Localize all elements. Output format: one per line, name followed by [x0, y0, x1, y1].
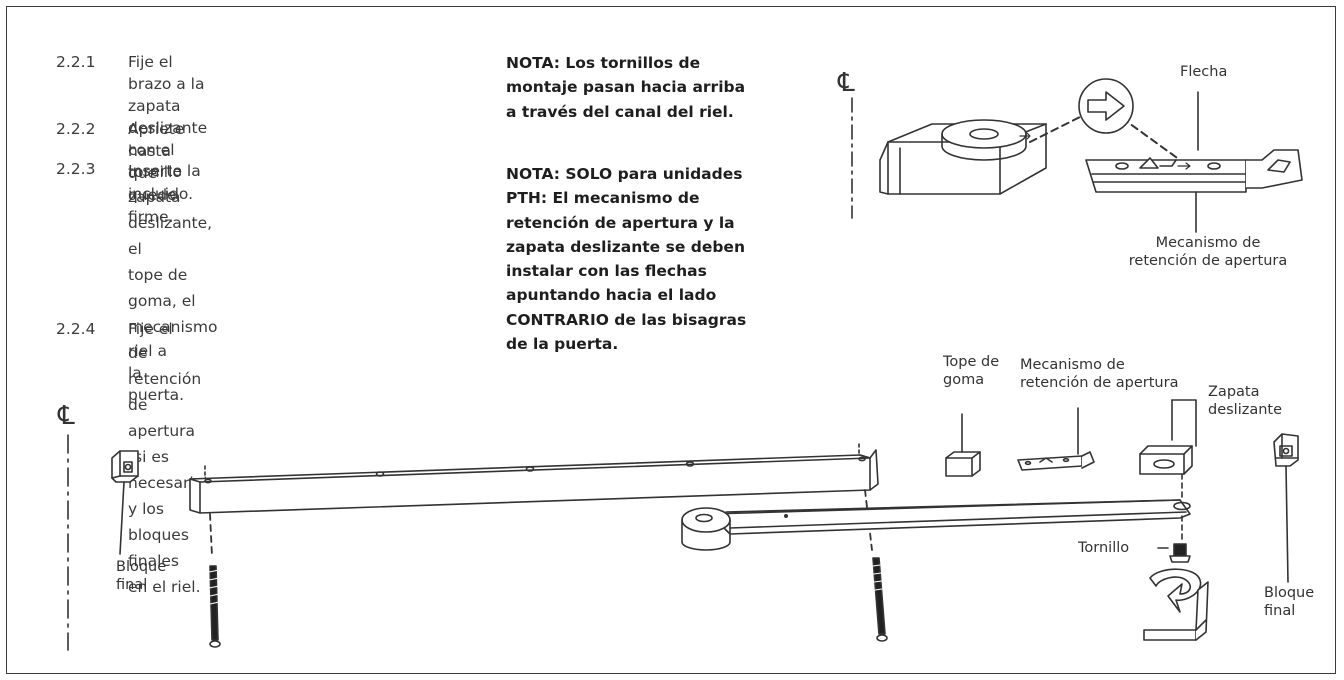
label-line: final	[1264, 603, 1296, 619]
step-text-line: Apriete hasta que quede firme.	[128, 120, 185, 226]
label-line: goma	[943, 372, 985, 388]
step-number: 2.2.2	[56, 120, 96, 138]
label-end-block-right: Bloque final	[1264, 584, 1314, 620]
arrow-icon	[1087, 91, 1125, 121]
centerline-symbol-top: ℄	[838, 68, 855, 98]
step-number: 2.2.3	[56, 160, 96, 178]
rail	[189, 449, 879, 514]
note-line: apuntando hacia el lado	[506, 286, 717, 305]
label-screw: Tornillo	[1078, 540, 1130, 556]
note-line: de la puerta.	[506, 335, 619, 354]
label-line: deslizante	[1208, 402, 1283, 418]
label-line: Bloque	[1264, 585, 1315, 601]
note-line: montaje pasan hacia arriba	[506, 78, 746, 97]
hold-open-mechanism-detail	[1085, 149, 1303, 233]
slide-shoe-detail	[879, 119, 1047, 195]
label-flecha: Flecha	[1180, 64, 1228, 80]
arm-screw	[1157, 543, 1191, 563]
note-pth-units: NOTA: SOLO para unidades PTH: El mecanis…	[506, 162, 806, 356]
note-line: NOTA: SOLO para unidades	[506, 165, 743, 183]
step-text-line: retención de apertura (si es	[128, 370, 202, 466]
label-line: retención de apertura	[1020, 375, 1179, 391]
hold-open-mechanism-small	[1017, 407, 1095, 471]
label-end-block-left: Bloque final	[116, 558, 166, 594]
note-line: PTH: El mecanismo de	[506, 189, 700, 208]
label-line: Mecanismo de	[1155, 235, 1261, 251]
label-line: Mecanismo de	[1020, 357, 1125, 373]
end-block-right	[1273, 433, 1299, 583]
step-text-line: Fije el brazo a la zapata	[128, 53, 205, 115]
arm	[681, 499, 1191, 551]
step-number: 2.2.1	[56, 53, 96, 71]
hex-key-icon	[1143, 629, 1197, 641]
slide-shoe	[1139, 399, 1197, 475]
step-text-line: deslizante con el tornillo incluido.	[128, 119, 208, 203]
step-text-line: tope de goma, el mecanismo de	[128, 266, 218, 362]
label-hold-open-top: Mecanismo de retención de apertura	[1108, 234, 1308, 270]
mounting-screw-right	[872, 557, 888, 642]
note-mounting-screws: NOTA: Los tornillos de montaje pasan hac…	[506, 51, 806, 124]
label-line: Bloque	[116, 559, 167, 575]
label-line: retención de apertura	[1128, 253, 1288, 269]
step-text-line: Fije el riel a la puerta.	[128, 320, 185, 404]
step-number: 2.2.4	[56, 320, 96, 338]
end-block-left	[111, 450, 139, 555]
note-line: CONTRARIO de las bisagras	[506, 310, 747, 329]
step-text-line: en el riel.	[128, 578, 201, 596]
rubber-stop	[945, 413, 981, 477]
centerline-symbol-bottom: ℄	[58, 401, 75, 431]
note-line: instalar con las flechas	[506, 262, 707, 281]
label-line: final	[116, 577, 148, 593]
note-line: a través del canal del riel.	[506, 102, 734, 121]
note-line: NOTA: Los tornillos de	[506, 54, 701, 72]
step-text-line: Inserte la zapata deslizante, el	[128, 162, 213, 258]
label-line: Zapata	[1208, 384, 1260, 400]
label-line: Tope de	[943, 354, 1000, 370]
note-line: zapata deslizante se deben	[506, 237, 745, 256]
label-rubber-stop: Tope de goma	[943, 353, 999, 389]
note-line: retención de apertura y la	[506, 213, 735, 232]
label-slide-shoe: Zapata deslizante	[1208, 383, 1282, 419]
rotation-arrow-icon	[1149, 568, 1202, 613]
mounting-screw-left	[208, 565, 221, 648]
label-hold-open-mid: Mecanismo de retención de apertura	[1020, 356, 1178, 392]
